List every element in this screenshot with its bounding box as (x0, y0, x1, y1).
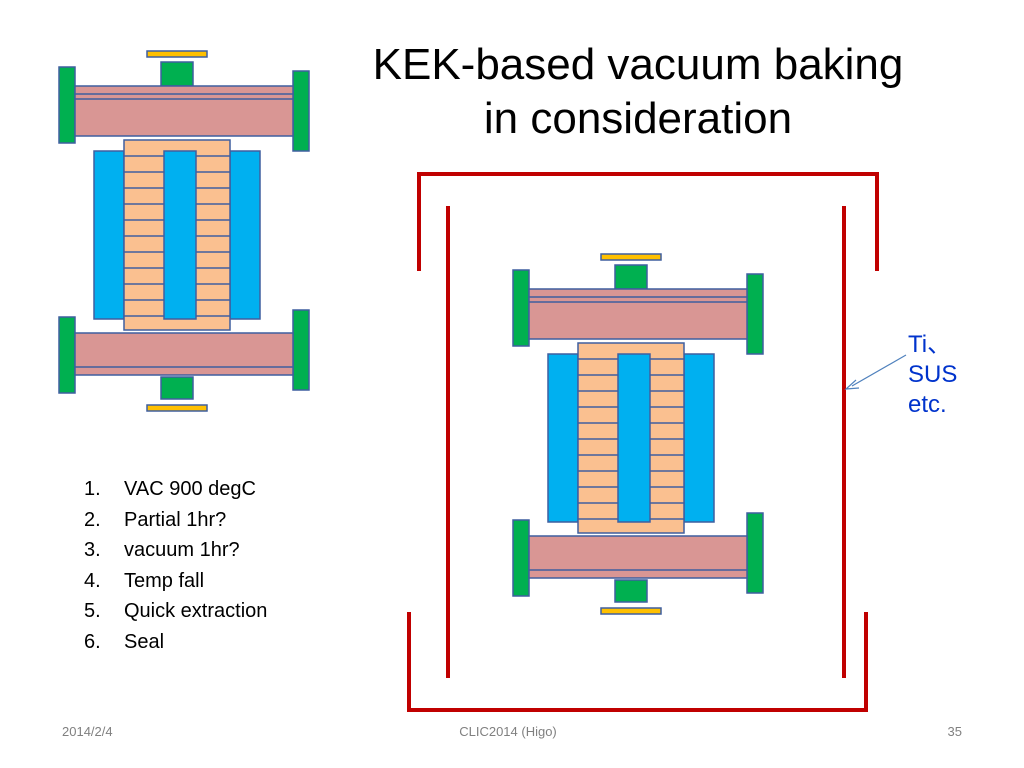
step-item: 5.Quick extraction (84, 600, 268, 622)
step-item: 6.Seal (84, 630, 165, 653)
step-item: 3.vacuum 1hr? (84, 539, 240, 561)
title-line-1: KEK-based vacuum baking (372, 40, 904, 89)
annotation-arrow (844, 354, 907, 390)
material-label: Ti、 SUS etc. (908, 331, 958, 418)
waveguide-assembly-in-oven (512, 253, 764, 615)
footer-date: 2014/2/4 (62, 724, 113, 739)
slide-title: KEK-based vacuum baking in consideration (318, 38, 958, 146)
procedure-steps: 1.VAC 900 degC 2.Partial 1hr? 3.vacuum 1… (84, 474, 267, 657)
footer-conference: CLIC2014 (Higo) (459, 724, 557, 739)
step-item: 2.Partial 1hr? (84, 508, 227, 531)
waveguide-assembly-left (58, 50, 310, 412)
oven-enclosure (407, 172, 879, 712)
title-line-2: in consideration (483, 94, 793, 143)
step-item: 1.VAC 900 degC (84, 478, 256, 500)
footer-page-number: 35 (947, 724, 962, 739)
step-item: 4.Temp fall (84, 569, 205, 592)
